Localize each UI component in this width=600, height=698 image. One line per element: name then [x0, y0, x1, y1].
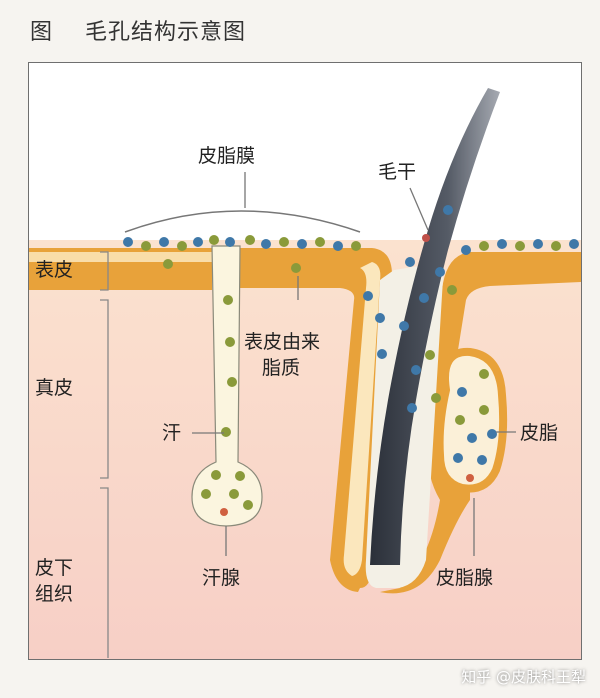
leader-lines	[192, 172, 516, 556]
layer-label-epidermis: 表皮	[34, 259, 73, 281]
figure-title: 图 毛孔结构示意图	[30, 20, 246, 45]
label-hair-shaft: 毛干	[378, 161, 417, 183]
sebum-film-line	[124, 210, 361, 233]
label-epidermal-lipid-2: 脂质	[262, 357, 301, 379]
sweat-duct	[191, 245, 263, 527]
surface-dots	[123, 235, 579, 273]
hair-shaft	[370, 88, 500, 565]
label-sebaceous-gland: 皮脂腺	[436, 567, 494, 589]
sweat-dots	[201, 295, 253, 516]
label-sebum-film: 皮脂膜	[198, 145, 256, 167]
label-sweat-gland: 汗腺	[202, 567, 241, 589]
layer-brackets	[100, 251, 109, 658]
follicle-dots	[363, 205, 457, 413]
label-epidermal-lipid-1: 表皮由来	[244, 331, 321, 353]
layer-label-dermis: 真皮	[34, 377, 73, 399]
sebum-dots	[431, 369, 497, 482]
layer-label-subcutis-2: 组织	[34, 583, 73, 605]
label-sweat: 汗	[162, 422, 182, 444]
label-sebum: 皮脂	[520, 422, 559, 444]
sebaceous-gland	[435, 347, 508, 493]
follicle-lining	[343, 262, 381, 576]
watermark: 知乎 @皮肤科王犁	[461, 668, 586, 686]
layer-label-subcutis-1: 皮下	[34, 557, 73, 579]
